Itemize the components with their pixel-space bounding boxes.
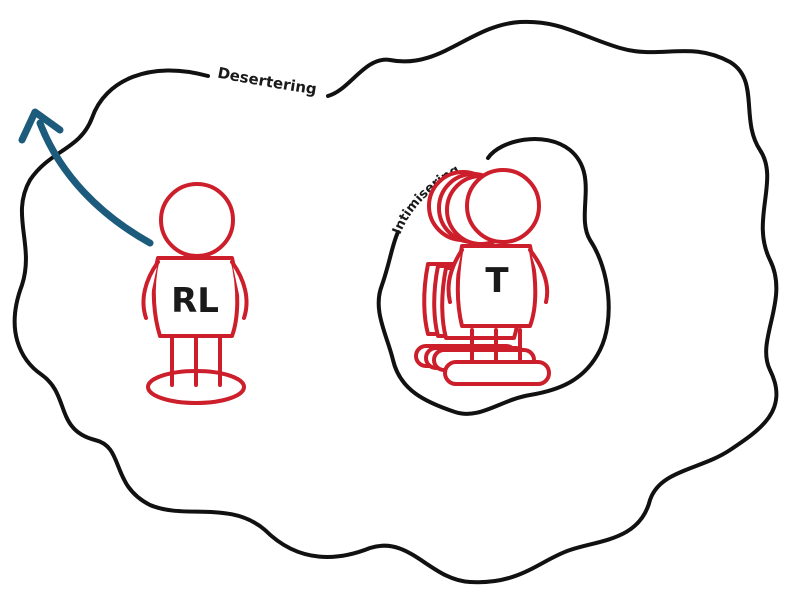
outer-boundary-label: Desertering (216, 64, 318, 99)
figure-group-t (416, 170, 549, 384)
outer-boundary (15, 22, 777, 582)
figure-rl-label: RL (171, 281, 219, 321)
figure-group-t-label: T (485, 261, 509, 301)
